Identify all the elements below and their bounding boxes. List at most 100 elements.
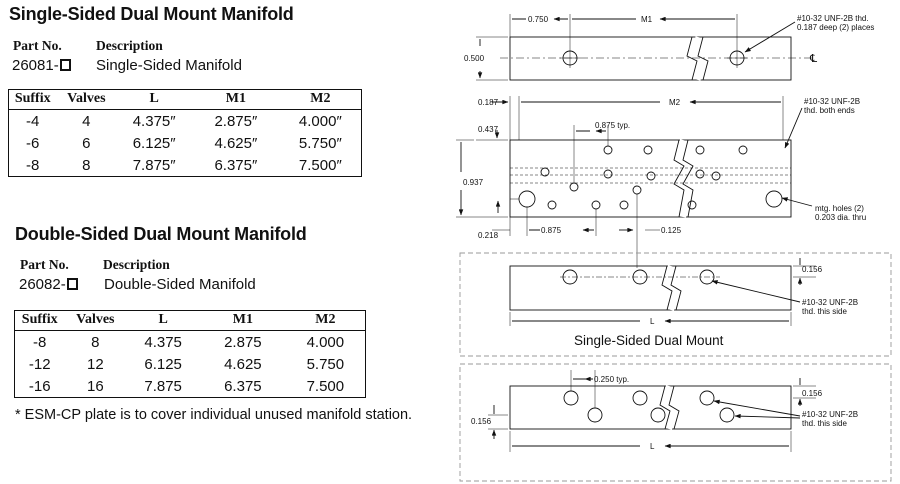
table-cell: 12 [86,355,104,373]
table-cell: 6 [82,134,91,152]
thread-note-double-1: #10-32 UNF-2B [802,410,858,419]
hole-center [560,48,747,68]
thread-note-single-1: #10-32 UNF-2B [802,298,858,307]
table-cell: 4.375 [144,333,182,351]
extension-lines [509,312,792,326]
single-description: Single-Sided Manifold [96,57,242,74]
table-cell: 2.875″ [214,112,258,130]
hidden-lines [510,167,791,184]
single-view-caption: Single-Sided Dual Mount [574,333,724,348]
column-header: L [116,89,193,110]
extension-lines [509,96,784,140]
table-cell: 4 [82,112,91,130]
dim-0937: 0.937 [463,178,484,187]
single-part-header: Part No. [13,38,62,53]
thread-note-front-2: thd. both ends [804,106,855,115]
suffix-box-icon [66,278,78,290]
column-header: Valves [64,310,127,331]
leader-line [711,280,801,303]
table-cell: -16 [28,377,51,395]
threaded-hole [699,390,715,406]
dim-0125: 0.125 [661,226,682,235]
extension-lines [573,125,609,183]
column-header: L [126,310,201,331]
table-cell: 4.375″ [132,112,176,130]
thread-note-double-2: thd. this side [802,419,847,428]
break-mask [662,265,680,311]
threaded-hole [587,407,603,423]
double-part-no-text: 26082- [19,276,66,293]
dim-0156-double-left: 0.156 [471,417,492,426]
mtg-holes-note-1: mtg. holes (2) [815,204,864,213]
dim-0156-double-right: 0.156 [802,389,823,398]
thread-note-single-2: thd. this side [802,307,847,316]
manifold-single-outline [509,265,792,311]
extension-lines [636,194,660,236]
single-sided-view [459,252,892,357]
break-mask [660,385,678,430]
centerline-symbol: ℄ [809,53,817,65]
extension-lines [492,198,519,236]
dim-0437: 0.437 [478,125,499,134]
table-cell: 4.000″ [298,112,342,130]
leader-line [744,21,796,53]
threaded-hole [650,407,666,423]
break-line [686,36,709,81]
table-cell: -12 [28,355,51,373]
column-header: M1 [200,310,286,331]
table-cell: 8 [82,156,91,174]
table-cell: 7.500 [306,377,345,395]
break-line [661,265,682,311]
mtg-holes-note-2: 0.203 dia. thru [815,213,866,222]
column-header: Suffix [8,89,57,110]
leader-line [734,413,801,419]
extension-lines [509,14,738,48]
dim-0875: 0.875 [541,226,562,235]
dim-m1: M1 [641,15,653,24]
table-cell: 4.000 [306,333,345,351]
single-title: Single-Sided Dual Mount Manifold [9,4,294,24]
dim-l-double: L [650,442,655,451]
double-sided-view [459,363,892,482]
dim-m2: M2 [669,98,681,107]
column-header: M2 [279,89,362,110]
dim-0500: 0.500 [464,54,485,63]
table-cell: 7.875 [144,377,182,395]
extension-lines [526,207,597,236]
double-description: Double-Sided Manifold [104,276,256,293]
table-cell: -8 [33,333,47,351]
extension-lines [570,370,596,408]
threaded-hole [719,407,735,423]
double-part-no: 26082- [19,276,78,293]
table-cell: 5.750″ [298,134,342,152]
extension-lines [509,431,792,452]
threaded-hole [563,390,579,406]
table-cell: 4.625 [224,355,262,373]
leader-line [781,197,813,207]
table-cell: 6.375 [224,377,262,395]
single-part-no-text: 26081- [12,57,59,74]
top-view [476,14,812,80]
dim-0875typ: 0.875 typ. [595,121,630,130]
manifold-top-outline [509,36,792,81]
break-mask [690,36,706,81]
single-part-no: 26081- [12,57,71,74]
front-holes [518,145,783,210]
break-line [659,385,680,430]
leader-line [784,107,803,149]
dashed-frame [459,252,892,357]
table-cell: 7.500″ [298,156,342,174]
suffix-box-icon [59,59,71,71]
dashed-frame [459,363,892,482]
column-header: M1 [192,89,280,110]
column-header: Suffix [14,310,65,331]
double-part-header: Part No. [20,257,69,272]
